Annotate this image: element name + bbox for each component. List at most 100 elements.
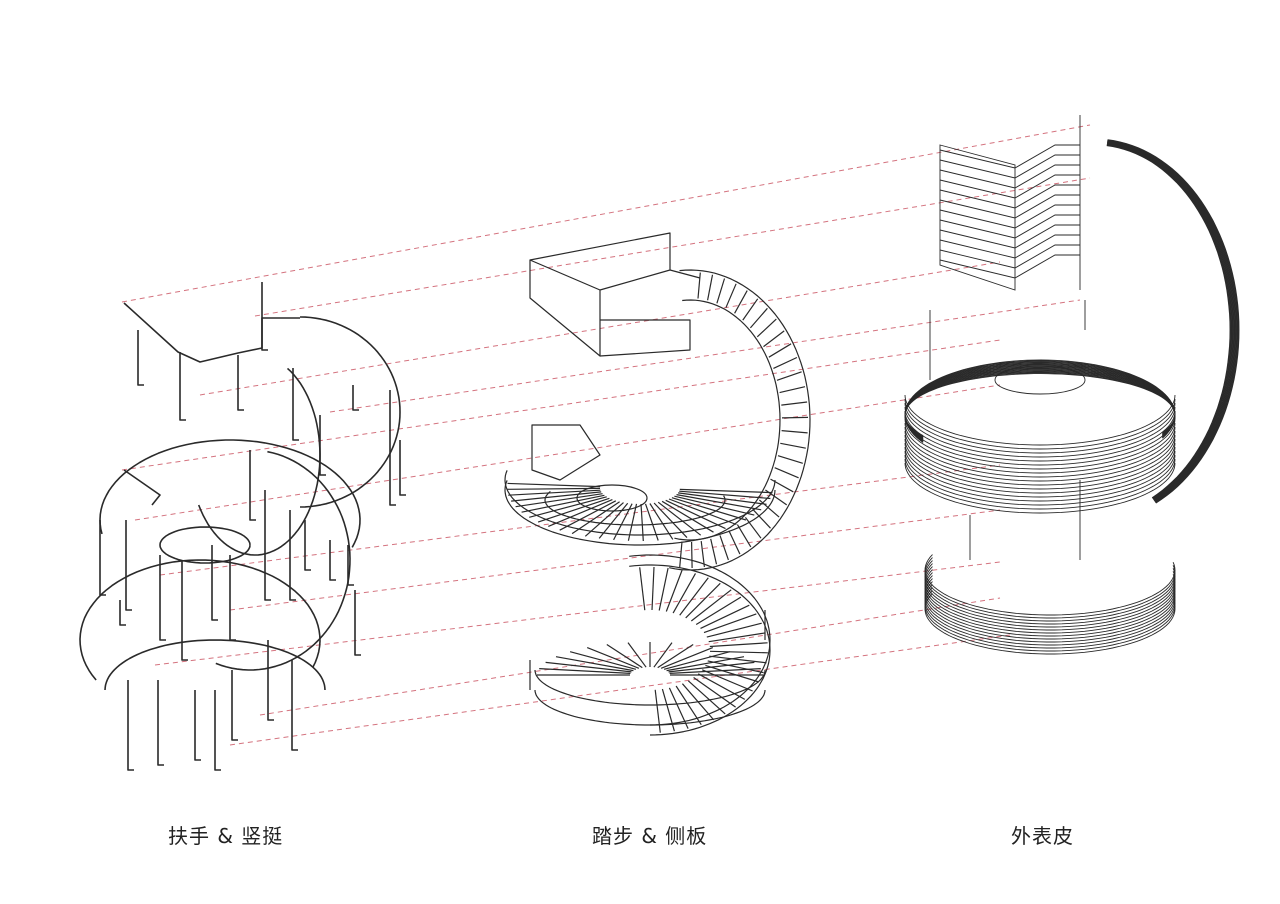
stringer-arc-0 bbox=[669, 269, 811, 571]
upper-tread-6 bbox=[749, 307, 768, 329]
upper-tread-7 bbox=[756, 318, 777, 338]
vertical-post-7 bbox=[389, 390, 396, 506]
guide-line-9 bbox=[259, 597, 1001, 716]
caption-treads-label: 踏步 & 侧板 bbox=[592, 824, 708, 848]
lower-tread-19 bbox=[697, 673, 746, 700]
guide-line-7 bbox=[229, 509, 1001, 611]
middle-tread-8 bbox=[661, 500, 714, 533]
bottom-tread-3 bbox=[555, 656, 634, 672]
vertical-post-28 bbox=[291, 660, 298, 751]
vertical-post-17 bbox=[289, 510, 296, 601]
lower-tread-23 bbox=[675, 685, 702, 726]
skin-middle-loop-14 bbox=[904, 450, 1176, 502]
upper-tread-8 bbox=[763, 330, 785, 348]
stringer-arc-3 bbox=[504, 480, 776, 546]
vertical-post-9 bbox=[125, 520, 132, 611]
skin-middle-loop-2 bbox=[904, 402, 1176, 454]
vertical-post-6 bbox=[352, 385, 359, 411]
bottom-tread-10 bbox=[657, 643, 694, 669]
handrail-arc-0 bbox=[299, 316, 401, 508]
lower-tread-13 bbox=[709, 642, 768, 648]
middle-tread-27 bbox=[506, 487, 601, 490]
bottom-tread-6 bbox=[606, 643, 643, 669]
lower-tread-3 bbox=[665, 569, 683, 612]
lower-tread-12 bbox=[708, 632, 766, 643]
top-landing-edge bbox=[599, 319, 691, 357]
lower-tread-10 bbox=[703, 613, 757, 634]
middle-tread-22 bbox=[529, 496, 607, 518]
lower-tread-7 bbox=[690, 589, 732, 622]
caption-outer-skin: 外表皮 bbox=[1011, 820, 1074, 849]
skin-middle-loop-11 bbox=[904, 438, 1176, 490]
skin-lower-band-7 bbox=[924, 575, 1176, 637]
skin-upper-band-13 bbox=[1107, 140, 1239, 503]
lower-tread-18 bbox=[701, 669, 753, 692]
middle-tread-18 bbox=[571, 501, 620, 535]
lower-landing-rail bbox=[123, 469, 161, 506]
skin-top-band-0 bbox=[939, 144, 1080, 169]
bottom-tread-12 bbox=[663, 651, 731, 670]
bottom-tread-13 bbox=[666, 656, 745, 672]
skin-lower-band-10 bbox=[924, 584, 1176, 646]
handrail-arc-1 bbox=[197, 367, 321, 556]
middle-tread-10 bbox=[653, 502, 688, 539]
caption-skin-label: 外表皮 bbox=[1011, 824, 1074, 848]
skin-top-band-8 bbox=[939, 224, 1080, 249]
upper-tread-10 bbox=[773, 356, 798, 369]
skin-middle-loop-9 bbox=[904, 430, 1176, 482]
skin-middle-loop-12 bbox=[904, 442, 1176, 494]
skin-middle-loop-3 bbox=[904, 406, 1176, 458]
vertical-post-25 bbox=[214, 690, 221, 771]
upper-tread-28 bbox=[700, 541, 705, 567]
upper-tread-29 bbox=[691, 541, 693, 569]
vertical-post-10 bbox=[99, 520, 106, 596]
skin-top-band-6 bbox=[939, 204, 1080, 229]
vertical-post-23 bbox=[157, 680, 164, 766]
middle-tread-9 bbox=[657, 501, 702, 536]
upper-landing-rail bbox=[123, 302, 300, 363]
skin-top-band-5 bbox=[939, 194, 1080, 219]
handrail-arc-5 bbox=[104, 639, 326, 691]
middle-tread-15 bbox=[613, 503, 633, 541]
middle-tread-16 bbox=[598, 502, 629, 539]
mid-landing bbox=[531, 424, 601, 481]
caption-handrail-and-posts: 扶手 & 竖挺 bbox=[168, 820, 283, 849]
skin-top-band-11 bbox=[939, 254, 1080, 279]
lower-tread-17 bbox=[705, 664, 760, 683]
lower-tread-14 bbox=[709, 650, 768, 654]
stringer-arc-6 bbox=[629, 564, 771, 736]
handrail-arc-2 bbox=[99, 439, 361, 548]
upper-tread-15 bbox=[781, 430, 808, 434]
skin-lower-band-8 bbox=[924, 578, 1176, 640]
middle-tread-13 bbox=[640, 503, 644, 542]
vertical-post-26 bbox=[231, 670, 238, 741]
skin-core-opening bbox=[994, 365, 1086, 395]
middle-tread-3 bbox=[676, 494, 762, 511]
skin-middle-loop-1 bbox=[904, 398, 1176, 450]
upper-tread-21 bbox=[759, 499, 780, 518]
bottom-tread-5 bbox=[586, 647, 640, 669]
skin-lower-band-11 bbox=[924, 587, 1176, 649]
vertical-post-22 bbox=[127, 680, 134, 771]
lower-tread-26 bbox=[654, 689, 661, 733]
upper-tread-23 bbox=[744, 517, 762, 539]
skin-middle-loop-15 bbox=[904, 454, 1176, 506]
skin-middle-loop-16 bbox=[904, 458, 1176, 510]
upper-tread-26 bbox=[719, 535, 729, 561]
skin-middle-loop-6 bbox=[904, 418, 1176, 470]
lower-tread-11 bbox=[706, 622, 762, 638]
lower-tread-4 bbox=[672, 573, 697, 614]
middle-tread-14 bbox=[627, 503, 638, 541]
upper-tread-22 bbox=[752, 508, 771, 529]
skin-upper-band-10 bbox=[1107, 141, 1237, 502]
caption-treads-and-stringers: 踏步 & 侧板 bbox=[592, 820, 707, 849]
vertical-post-1 bbox=[179, 352, 186, 421]
skin-upper-band-15 bbox=[1107, 139, 1240, 504]
middle-tread-21 bbox=[537, 497, 610, 523]
middle-tread-2 bbox=[678, 492, 767, 505]
vertical-post-16 bbox=[264, 490, 271, 601]
vertical-post-13 bbox=[211, 545, 218, 621]
upper-tread-24 bbox=[736, 524, 752, 548]
upper-tread-3 bbox=[725, 283, 737, 308]
middle-tread-1 bbox=[679, 490, 771, 500]
